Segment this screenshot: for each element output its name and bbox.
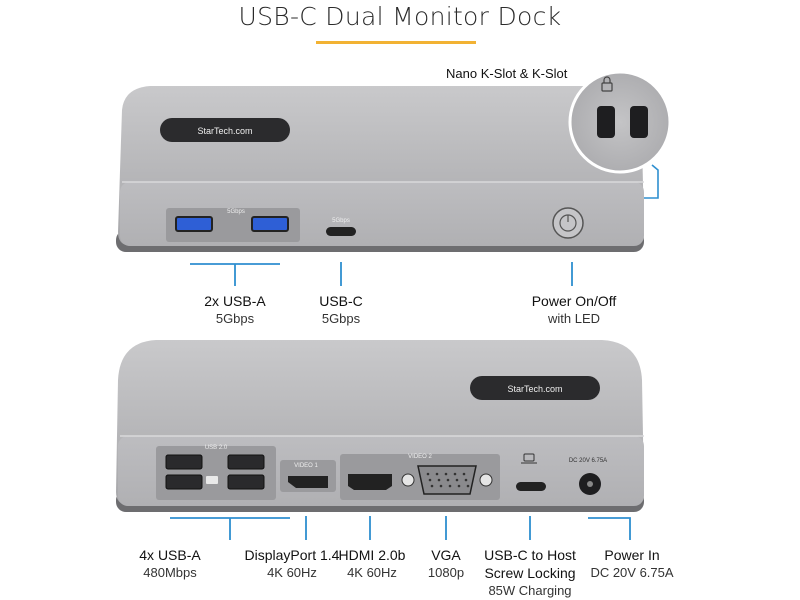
callout-title: DisplayPort 1.4 <box>244 547 340 563</box>
callout-title: USB-C <box>319 293 363 309</box>
callout-displayport: DisplayPort 1.4 4K 60Hz <box>236 546 348 582</box>
callout-subtitle: 5Gbps <box>215 311 255 326</box>
usb20-port-3 <box>165 474 203 490</box>
port-print-usb20: USB 2.0 <box>205 445 228 451</box>
usbc-host-port <box>516 482 546 491</box>
usb20-recess <box>156 446 276 500</box>
kslot-label: Nano K-Slot & K-Slot <box>446 66 568 81</box>
kslot-leader <box>644 164 659 199</box>
port-print-5gbps-c: 5Gbps <box>332 218 350 224</box>
callout-title: VGA <box>431 547 461 563</box>
brand-plate-2 <box>470 376 600 400</box>
usb20-port-4 <box>227 474 265 490</box>
kslot-zoom <box>568 70 672 199</box>
dock-top-view: StarTech.com 5Gbps 5Gbps <box>116 86 644 252</box>
port-print-video2: VIDEO 2 <box>408 454 432 460</box>
callout-title-2: Screw Locking <box>484 565 576 581</box>
callout-subtitle: DC 20V 6.75A <box>590 565 674 580</box>
brand-logo-text: StarTech.com <box>197 126 252 136</box>
callout-subtitle: with LED <box>547 311 601 326</box>
usb20-port-2 <box>227 454 265 470</box>
callout-subtitle: 480Mbps <box>143 565 197 580</box>
top-leaders <box>190 262 573 286</box>
callout-title: HDMI 2.0b <box>338 547 406 563</box>
callout-usba-480: 4x USB-A 480Mbps <box>120 546 220 582</box>
usba-port-1 <box>175 216 213 232</box>
brand-logo-text-2: StarTech.com <box>507 384 562 394</box>
page-title: USB-C Dual Monitor Dock <box>238 2 562 31</box>
callout-title: 2x USB-A <box>204 293 266 309</box>
usbc-port <box>326 227 356 236</box>
usba-port-2 <box>251 216 289 232</box>
callout-title: USB-C to Host <box>484 547 576 563</box>
laptop-icon <box>523 453 535 462</box>
callout-subtitle: 1080p <box>427 565 465 580</box>
brand-plate <box>160 118 290 142</box>
callout-subtitle: 4K 60Hz <box>267 565 317 580</box>
kslot <box>630 106 648 138</box>
vga-screw-right <box>479 473 493 487</box>
bottom-leaders <box>170 516 631 540</box>
nano-kslot <box>597 106 615 138</box>
callout-subtitle: 5Gbps <box>321 311 361 326</box>
callout-title: Power On/Off <box>531 293 617 309</box>
vga-screw-left <box>401 473 415 487</box>
lock-icon <box>601 82 613 92</box>
callout-title: 4x USB-A <box>139 547 201 563</box>
displayport-port <box>288 476 328 488</box>
power-button <box>552 207 584 239</box>
callout-usbc-host: USB-C to Host Screw Locking 85W Charging <box>478 546 582 600</box>
hdmi-port <box>348 474 392 490</box>
charge-icon <box>206 476 218 484</box>
callout-hdmi: HDMI 2.0b 4K 60Hz <box>332 546 412 582</box>
callout-title: Power In <box>604 547 660 563</box>
callout-subtitle: 4K 60Hz <box>347 565 397 580</box>
port-print-5gbps-a: 5Gbps <box>227 209 245 215</box>
callout-vga: VGA 1080p <box>416 546 476 582</box>
callout-power-in: Power In DC 20V 6.75A <box>584 546 680 582</box>
port-print-dc: DC 20V 6.75A <box>569 458 607 464</box>
callout-power-button: Power On/Off with LED <box>494 292 654 328</box>
callout-usba-5gbps: 2x USB-A 5Gbps <box>155 292 315 328</box>
title-underline <box>316 41 476 44</box>
usb20-port-1 <box>165 454 203 470</box>
dock-back-view: StarTech.com USB 2.0 VIDEO 1 VIDEO 2 DC … <box>116 340 644 512</box>
port-print-video1: VIDEO 1 <box>294 463 318 469</box>
callout-subtitle: 85W Charging <box>488 583 572 598</box>
callout-usbc-5gbps: USB-C 5Gbps <box>261 292 421 328</box>
